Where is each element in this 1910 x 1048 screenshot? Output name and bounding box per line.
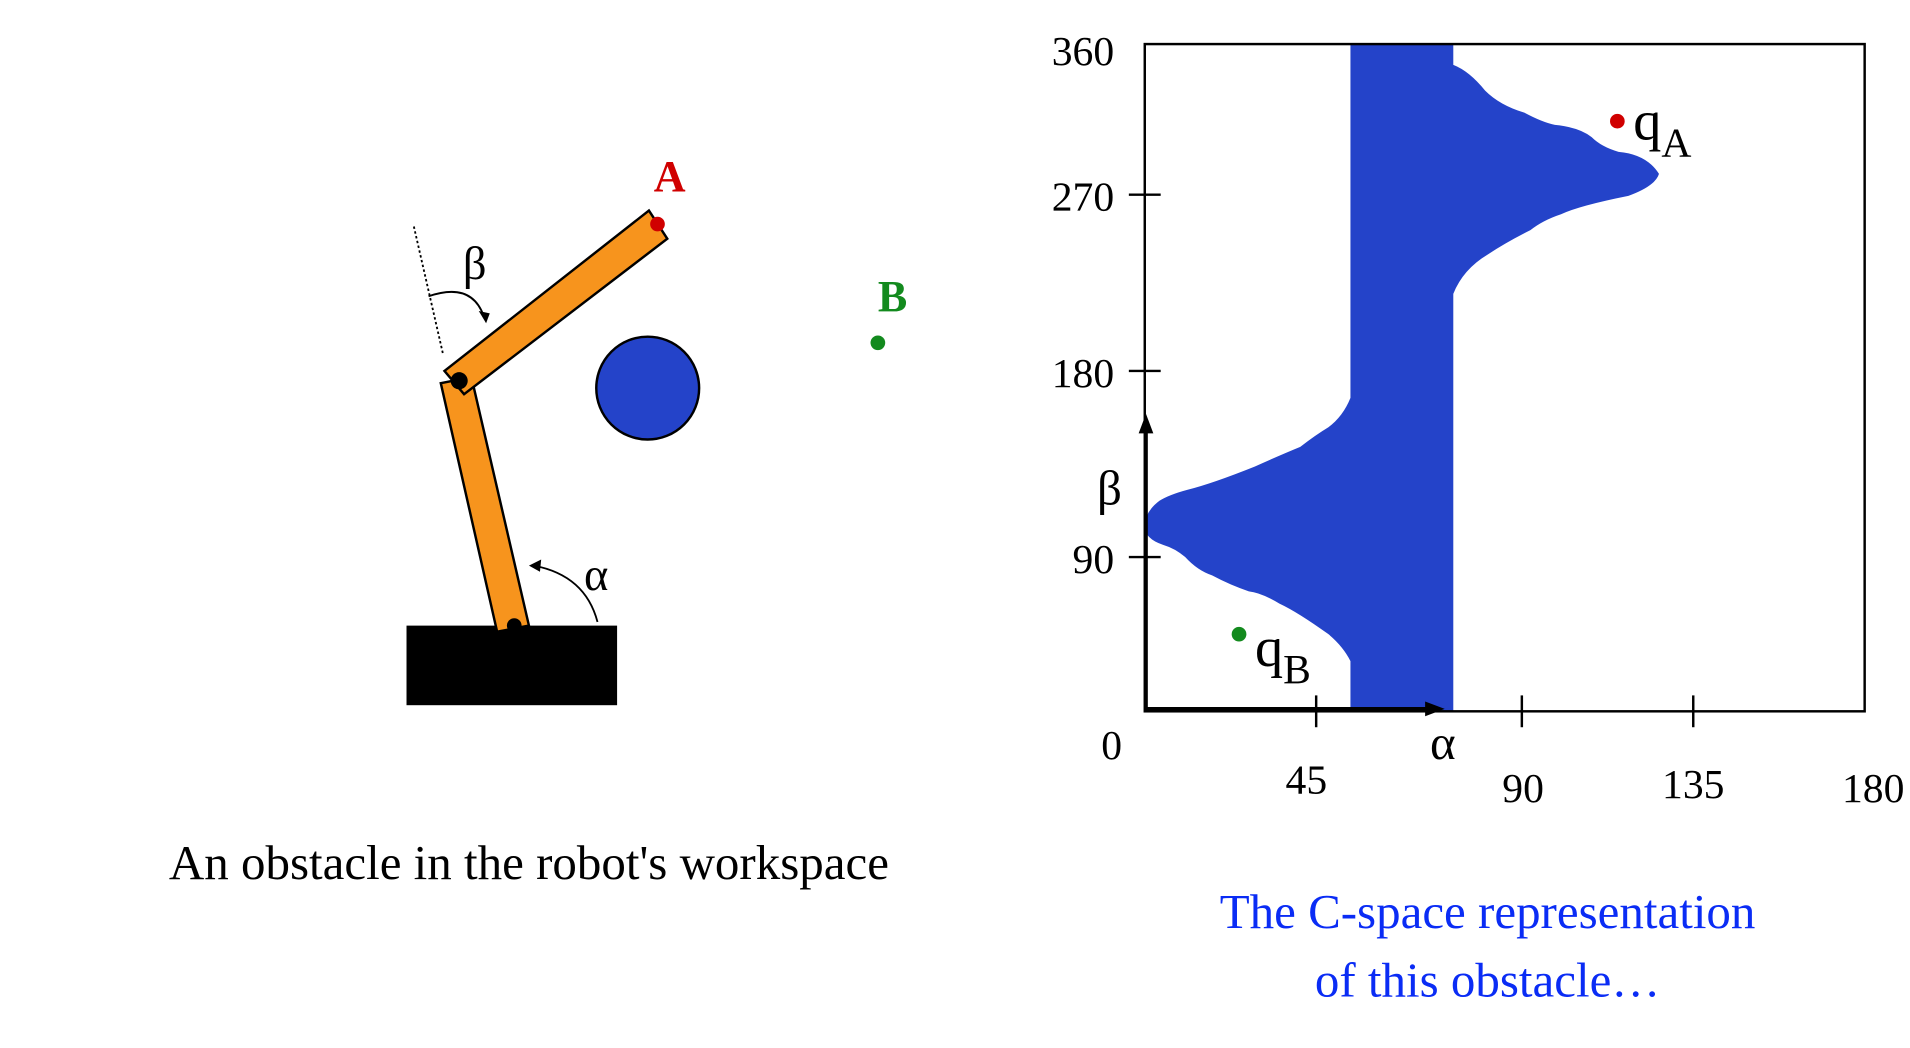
alpha-arrowhead bbox=[528, 559, 542, 572]
alpha-arc-arrow bbox=[533, 564, 599, 623]
alpha-axis-arrowhead bbox=[1425, 701, 1445, 717]
q-b-label: qB bbox=[1255, 617, 1311, 693]
y-axis-label: β bbox=[1097, 460, 1122, 515]
circular-obstacle bbox=[595, 335, 701, 441]
q-b-marker bbox=[1231, 626, 1247, 642]
beta-label: β bbox=[463, 239, 487, 290]
origin-label: 0 bbox=[1101, 723, 1122, 769]
base-joint bbox=[506, 618, 522, 633]
y-tick-label-90: 90 bbox=[1073, 537, 1115, 583]
cspace-caption-line2: of this obstacle… bbox=[1315, 953, 1660, 1008]
beta-axis-arrowhead bbox=[1138, 413, 1154, 434]
x-tick-label-90: 90 bbox=[1502, 766, 1544, 812]
cspace-plot-frame bbox=[1143, 42, 1866, 713]
y-tick-label-180: 180 bbox=[1052, 351, 1114, 397]
cspace-obstacle-region bbox=[1144, 44, 1659, 712]
lower-link bbox=[439, 375, 531, 634]
y-tick-label-270: 270 bbox=[1052, 175, 1114, 221]
alpha-label: α bbox=[584, 550, 608, 601]
beta-arc-arrow bbox=[428, 291, 485, 317]
x-tick-label-180: 180 bbox=[1842, 766, 1904, 812]
x-axis-label: α bbox=[1430, 715, 1456, 770]
workspace-caption: An obstacle in the robot's workspace bbox=[169, 835, 889, 890]
cspace-diagram: 90 180 270 360 0 45 90 135 180 α β qA qB… bbox=[1052, 29, 1905, 1008]
point-a-marker bbox=[650, 216, 665, 232]
q-a-marker bbox=[1610, 113, 1625, 129]
point-a-label: A bbox=[654, 152, 686, 201]
elbow-joint bbox=[450, 372, 468, 390]
reference-dotted-line bbox=[412, 226, 445, 356]
workspace-diagram: A B β α An obstacle in the robot's works… bbox=[169, 152, 907, 890]
point-b-marker bbox=[870, 335, 886, 351]
point-b-label: B bbox=[878, 272, 907, 321]
robot-base bbox=[406, 625, 618, 706]
beta-arrowhead bbox=[478, 310, 490, 324]
y-tick-label-360: 360 bbox=[1052, 29, 1114, 75]
cspace-caption-line1: The C-space representation bbox=[1220, 884, 1756, 939]
x-tick-label-45: 45 bbox=[1286, 757, 1328, 803]
q-a-label: qA bbox=[1633, 91, 1691, 167]
x-tick-label-135: 135 bbox=[1662, 762, 1724, 808]
